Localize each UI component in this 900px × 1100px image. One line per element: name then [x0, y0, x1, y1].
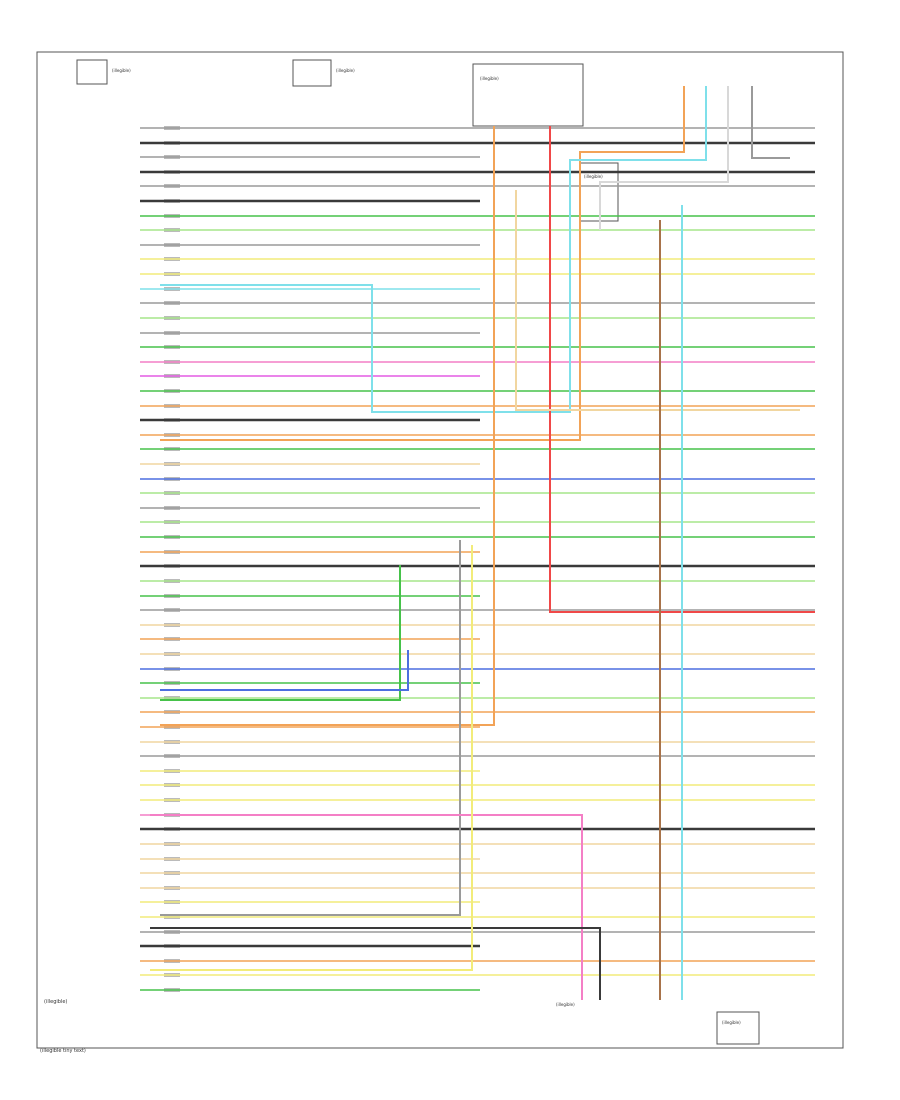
- trunk-wire-3: [751, 86, 790, 159]
- component-b2: (illegible): [716, 1011, 760, 1045]
- footer-id: (illegible tiny text): [40, 1048, 86, 1054]
- trunk-wire-5: [160, 126, 495, 726]
- trunk-wire-9: [160, 540, 461, 916]
- trunk-wire-6: [515, 190, 800, 411]
- component-b1: (illegible): [556, 1002, 575, 1007]
- trunk-wire-4: [549, 126, 815, 613]
- trunk-wire-13: [160, 565, 401, 701]
- frame-label: (illegible): [44, 999, 67, 1005]
- component-c2: (illegible): [292, 59, 355, 87]
- trunk-wire-0: [160, 86, 685, 441]
- trunk-wire-2: [599, 86, 729, 230]
- component-c4-label: (illegible): [584, 174, 603, 179]
- component-b1-label: (illegible): [556, 1002, 575, 1007]
- component-c1-label: (illegible): [112, 68, 131, 73]
- component-c3: (illegible): [472, 63, 584, 127]
- component-c2-label: (illegible): [336, 68, 355, 73]
- component-c1: (illegible): [76, 59, 131, 85]
- left-wire-group: [140, 126, 815, 992]
- trunk-wire-10: [150, 814, 583, 1000]
- trunk-wire-1: [160, 86, 707, 413]
- trunk-wire-14: [160, 650, 409, 691]
- trunk-wire-group: [150, 86, 815, 1000]
- component-b2-label: (illegible): [722, 1020, 741, 1025]
- component-c3-label: (illegible): [480, 76, 499, 81]
- trunk-wire-11: [150, 927, 601, 1000]
- trunk-wire-12: [150, 545, 473, 971]
